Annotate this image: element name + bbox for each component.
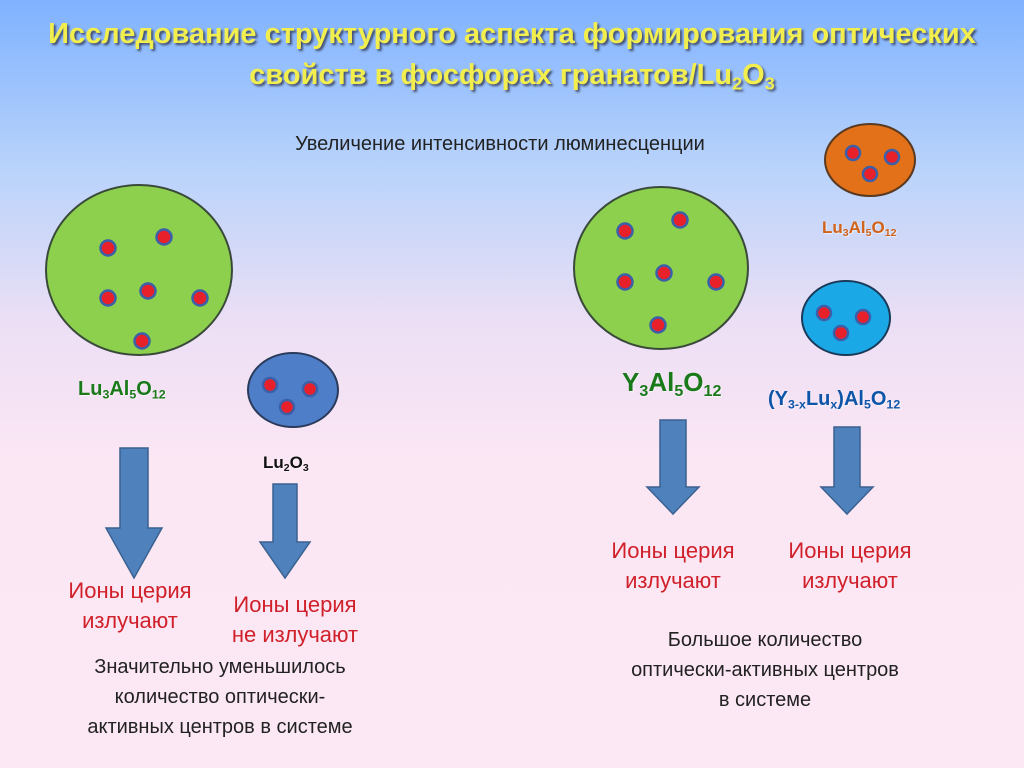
note-right: Большое количество оптически-активных це…	[631, 629, 899, 711]
label-right-emit-1: Ионы церия излучают	[611, 538, 735, 593]
slide-title: Исследование структурного аспекта формир…	[0, 14, 1024, 104]
label-right-emit-2: Ионы церия излучают	[788, 538, 912, 593]
label-left-emit: Ионы церия излучают	[68, 578, 192, 633]
down-arrow-icon	[104, 447, 164, 580]
formula-y3al5o12: Y3Al5O12	[622, 367, 722, 400]
title-line-2: свойств в фосфорах гранатов/Lu2O3	[249, 59, 775, 94]
formula-lu3al5o12-orange: Lu3Al5O12	[822, 218, 897, 240]
down-arrow-icon	[819, 426, 875, 516]
subtitle: Увеличение интенсивности люминесценции	[295, 133, 705, 155]
formula-y-lu-al5o12: (Y3-xLux)Al5O12	[768, 388, 901, 412]
down-arrow-icon	[258, 483, 312, 580]
formula-lu3al5o12-left: Lu3Al5O12	[78, 378, 166, 402]
y3al5o12-particle	[573, 186, 749, 350]
lu3al5o12-particle-orange	[824, 123, 916, 197]
note-left: Значительно уменьшилось количество оптич…	[87, 656, 353, 738]
title-line-1: Исследование структурного аспекта формир…	[48, 18, 976, 50]
y-lu-al5o12-particle	[801, 280, 891, 356]
label-left-no-emit: Ионы церия не излучают	[231, 592, 359, 647]
formula-lu2o3: Lu2O3	[263, 453, 309, 475]
lu2o3-particle	[247, 352, 339, 428]
down-arrow-icon	[645, 419, 701, 516]
lu3al5o12-particle-left	[45, 184, 233, 356]
arrows	[104, 419, 875, 580]
